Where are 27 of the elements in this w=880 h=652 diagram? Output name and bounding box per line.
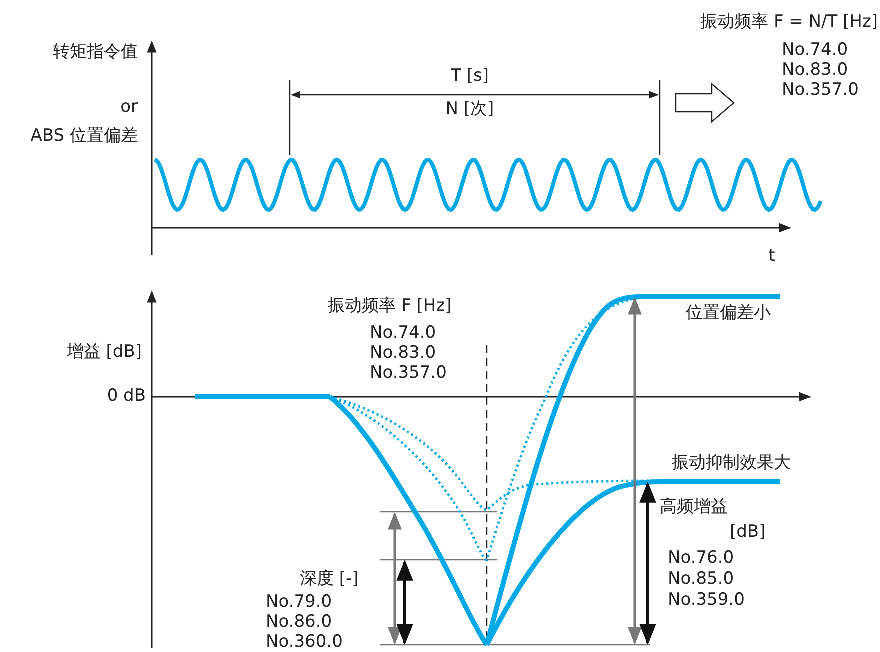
dimension-label: 高频增益	[660, 497, 728, 517]
dimension-label: 深度 [-]	[300, 569, 359, 589]
dimension-label: T [s]	[451, 66, 489, 86]
dimension-label: N [次]	[446, 99, 494, 119]
axis-label: t	[768, 246, 776, 266]
parameter-number: No.79.0	[266, 592, 332, 612]
axis-title: 增益 [dB]	[66, 342, 142, 362]
parameter-number: No.76.0	[668, 548, 734, 568]
parameter-number: No.83.0	[370, 343, 436, 363]
dimension-label: [dB]	[730, 522, 766, 542]
parameter-number: No.357.0	[370, 363, 447, 383]
tick-label: 0 dB	[107, 386, 146, 406]
axis-title: 转矩指令值	[53, 42, 138, 62]
parameter-number: No.83.0	[782, 60, 848, 80]
parameter-number: No.74.0	[782, 40, 848, 60]
parameter-number: No.85.0	[668, 569, 734, 589]
parameter-number: No.86.0	[266, 612, 332, 632]
axis-title: ABS 位置偏差	[30, 126, 138, 146]
parameter-number: No.357.0	[782, 80, 859, 100]
curve-label: 位置偏差小	[686, 303, 771, 323]
axis-title: or	[120, 97, 138, 117]
axis-title: 振动频率 F [Hz]	[328, 296, 452, 316]
curve-label: 振动抑制效果大	[672, 453, 791, 473]
axis-title: 振动频率 F = N/T [Hz]	[700, 12, 878, 32]
parameter-number: No.359.0	[668, 590, 745, 610]
parameter-number: No.360.0	[266, 632, 343, 652]
parameter-number: No.74.0	[370, 323, 436, 343]
